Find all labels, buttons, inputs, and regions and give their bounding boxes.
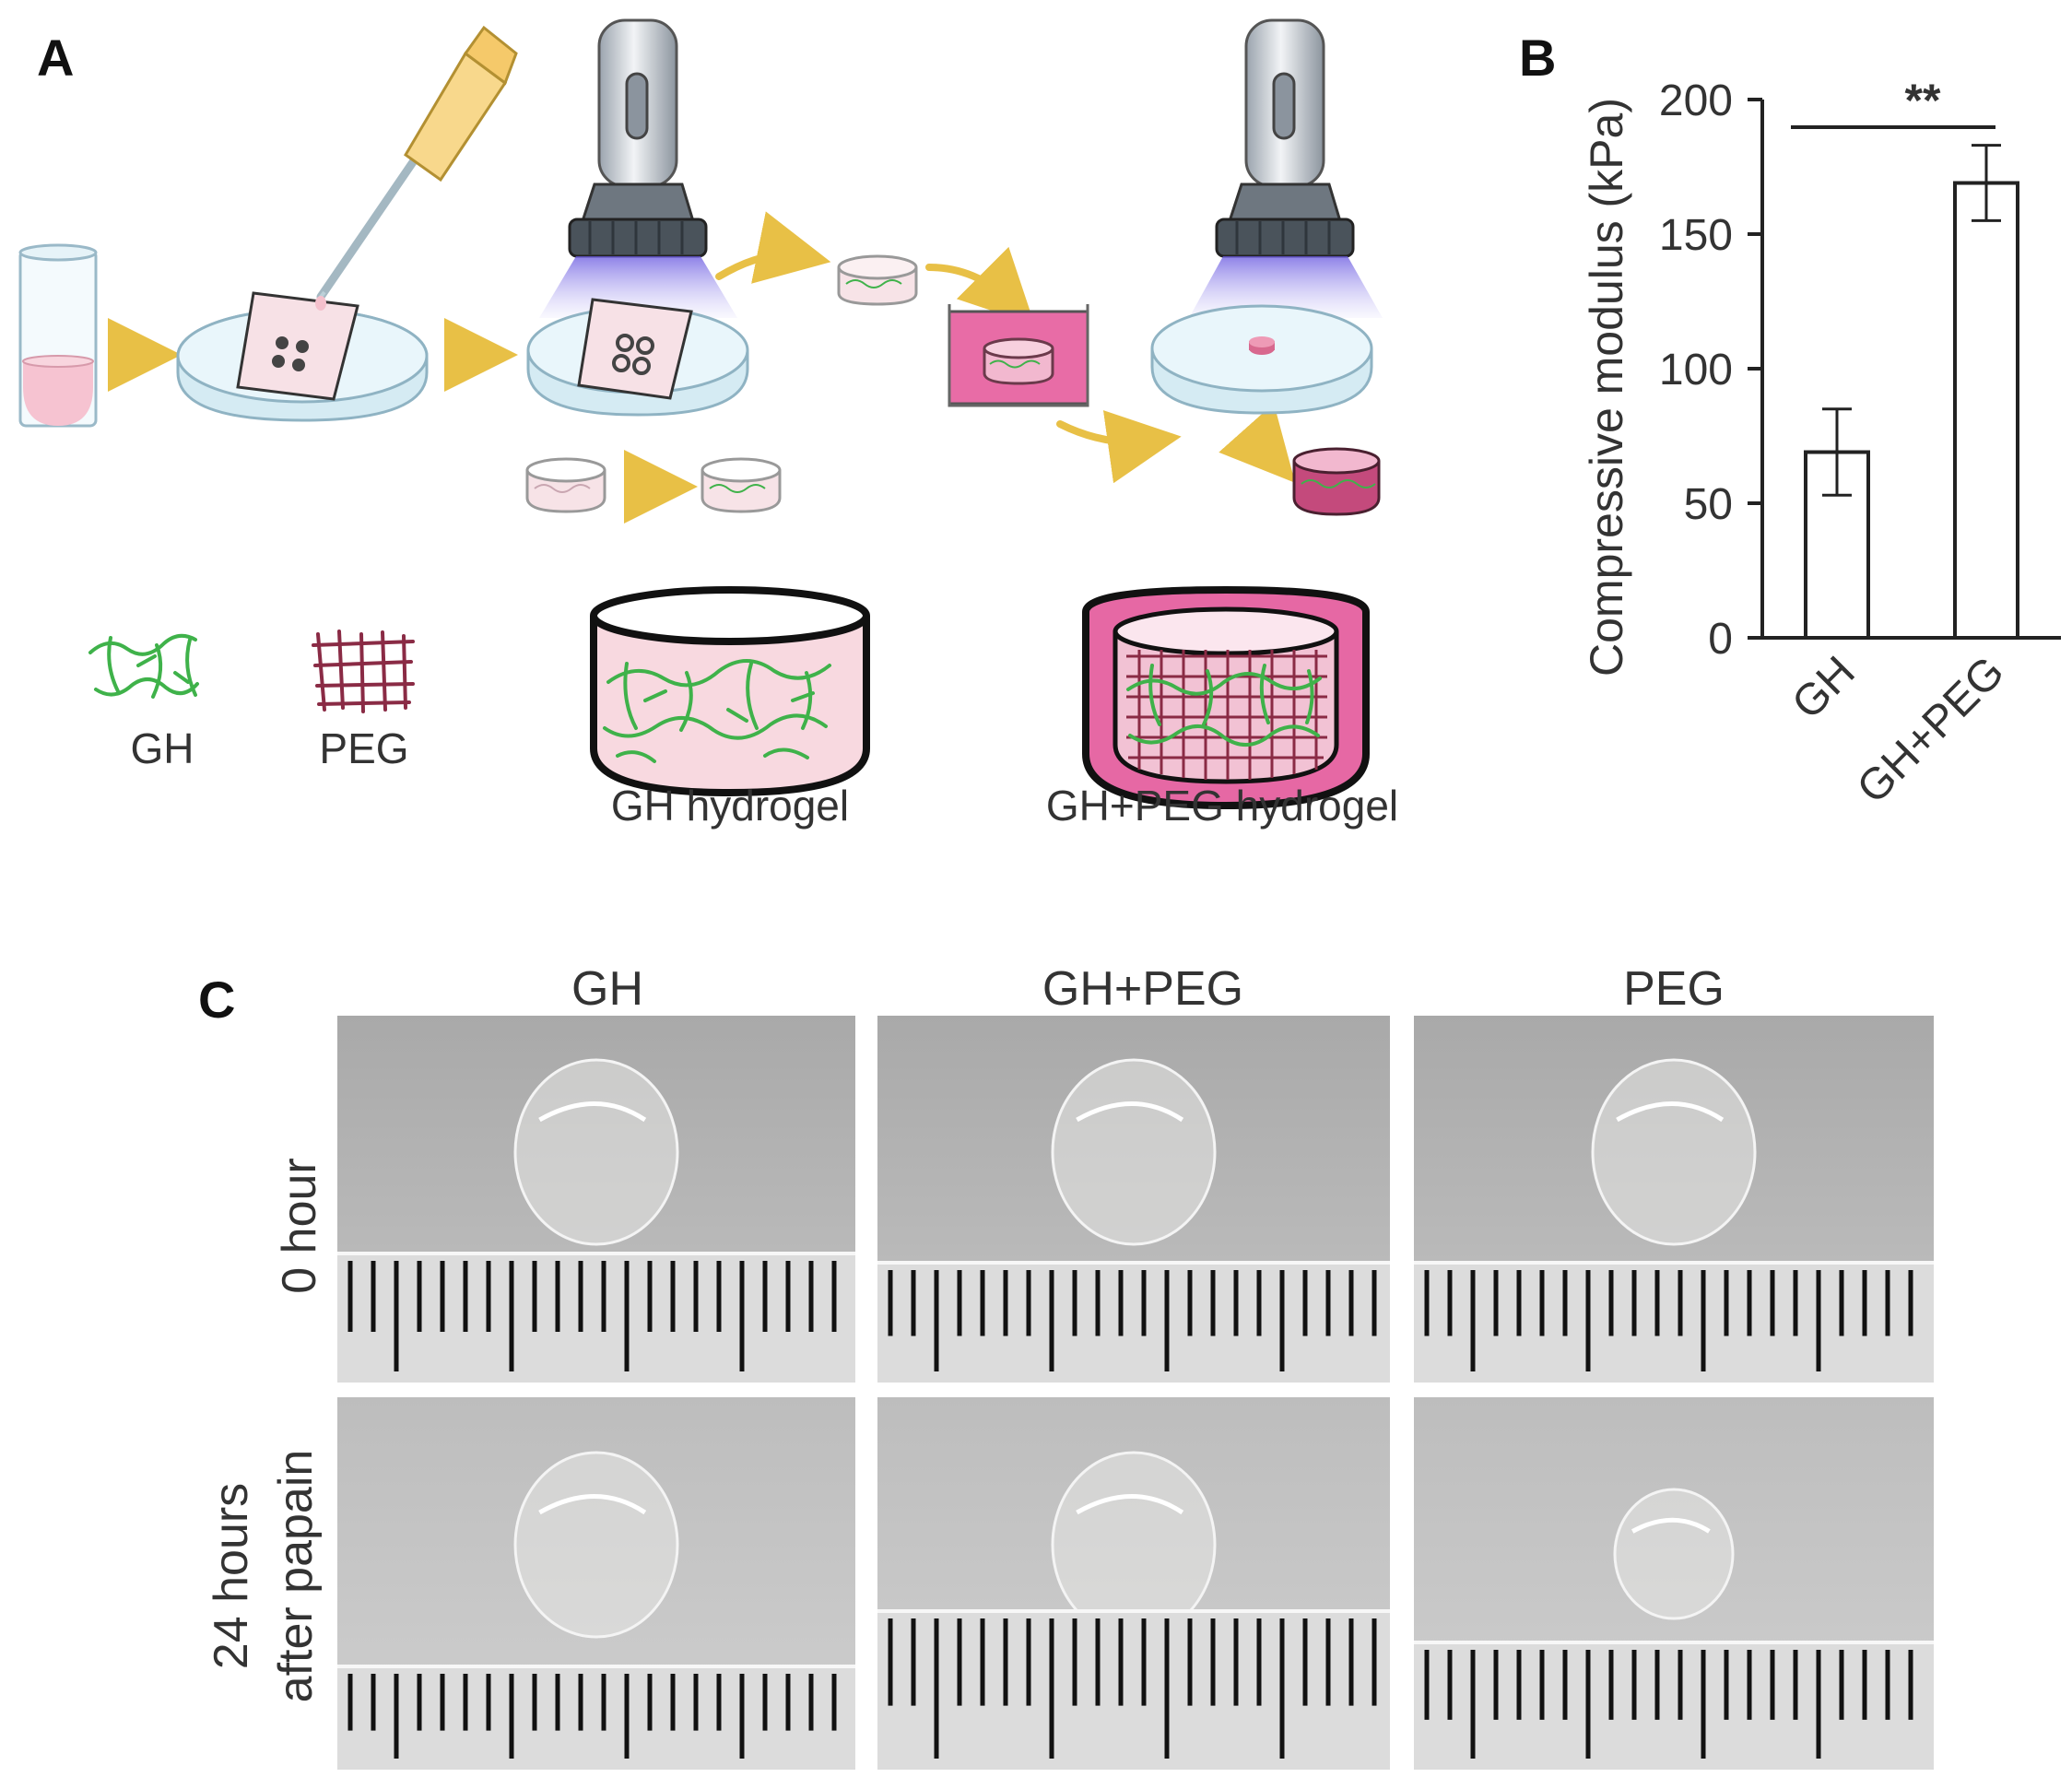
ruler [877,1263,1390,1383]
gh-peg-hydrogel-icon [1082,585,1370,810]
gh-hydrogel-icon [590,586,870,797]
ruler [877,1611,1390,1770]
hydrogel-highlight [538,1101,647,1123]
hydrogel-highlight [1076,1101,1184,1123]
y-tick-label: 0 [1708,615,1733,664]
ruler [1414,1642,1934,1770]
column-header-peg: PEG [1623,962,1725,1016]
gh-network-icon [88,633,199,699]
test-tube-icon [18,243,98,428]
uv-lamp-icon [1189,18,1383,318]
compressive-modulus-chart: 0 50 100 150 200 Compressive modulus (kPa) GHG… [1581,75,2061,813]
photo-grid [337,1016,1934,1770]
x-tick-label: GH [1783,647,1864,728]
hydrogel-disc-photo [513,1451,679,1639]
hydrogel-disc-photo [1051,1058,1217,1246]
petri-dish-icon [526,298,749,417]
x-tick-label: GH+PEG [1848,647,2014,813]
peg-bath-icon [948,304,1089,407]
hydrogel-disc-photo [1613,1488,1735,1620]
gh-hydrogel-label: GH hydrogel [611,782,849,830]
row-label-after-papain: after papain [269,1450,323,1703]
y-tick-label: 50 [1684,480,1733,529]
panel-letter-b: B [1519,29,1556,87]
hydrogel-disc-small-icon [525,457,606,513]
column-header-gh-peg: GH+PEG [1042,962,1243,1016]
petri-dish-pipette-icon [176,25,518,422]
petri-dish-icon [1150,304,1373,415]
y-tick-label: 200 [1659,76,1733,125]
hydrogel-highlight [538,1494,647,1515]
row-label-24-hours: 24 hours [205,1483,258,1669]
uv-lamp-icon [539,18,737,318]
ruler [337,1666,855,1770]
hydrogel-highlight [1616,1101,1725,1123]
legend-label-peg: PEG [319,724,408,772]
ruler [1414,1263,1934,1383]
peg-mesh-icon [312,630,415,713]
hydrogel-disc-small-icon [837,254,918,306]
hydrogel-disc-small-icon [700,457,782,513]
ruler [337,1253,855,1383]
significance-label: ** [1905,75,1941,126]
y-tick-label: 100 [1659,346,1733,394]
process-arrows [108,211,1296,524]
gh-peg-disc-small-icon [1292,447,1381,516]
panel-letter-c: C [198,971,235,1029]
column-header-gh: GH [571,962,643,1016]
hydrogel-highlight [1631,1517,1711,1534]
gh-peg-hydrogel-label: GH+PEG hydrogel [1046,782,1398,830]
y-tick-label: 150 [1659,211,1733,260]
bar-gh-peg [1953,181,2019,641]
y-axis-label: Compressive modulus (kPa) [1581,98,1632,677]
hydrogel-highlight [1076,1494,1184,1515]
legend-label-gh: GH [131,724,194,772]
row-label-0-hour: 0 hour [273,1158,326,1293]
hydrogel-disc-photo [513,1058,679,1246]
panel-letter-a: A [37,29,74,87]
hydrogel-disc-photo [1591,1058,1757,1246]
